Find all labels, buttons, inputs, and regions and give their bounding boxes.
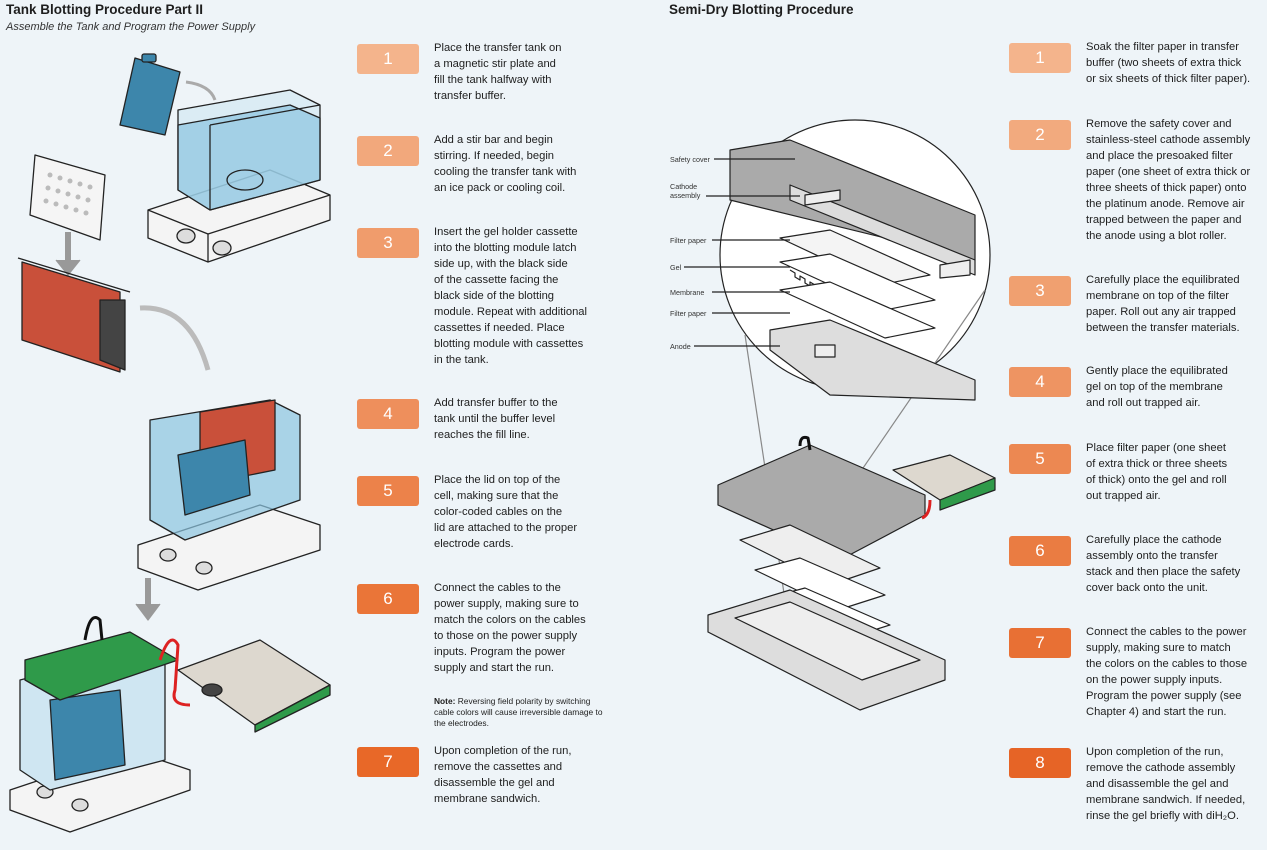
tank-step-3-badge: 3 xyxy=(357,228,419,258)
label-anode: Anode xyxy=(670,342,691,351)
semidry-step-5-badge: 5 xyxy=(1009,444,1071,474)
note-label: Note: xyxy=(434,696,456,706)
tank-step-3-text: Insert the gel holder cassette into the … xyxy=(434,226,587,366)
safety-cover-closeup-icon xyxy=(729,139,976,261)
cathode-closeup-icon xyxy=(789,184,976,279)
tank-step-6-badge: 6 xyxy=(357,584,419,614)
semidry-step-6-text: Carefully place the cathode assembly ont… xyxy=(1086,534,1241,594)
blotting-module-icon xyxy=(17,257,131,373)
semidry-step-2-badge: 2 xyxy=(1009,120,1071,150)
semidry-step-8-text: Upon completion of the run, remove the c… xyxy=(1086,746,1246,822)
tank-blotting-title: Tank Blotting Procedure Part II xyxy=(6,2,204,17)
semidry-unit-icon xyxy=(707,435,946,711)
label-gel: Gel xyxy=(670,263,682,272)
semidry-blotting-title: Semi-Dry Blotting Procedure xyxy=(669,2,854,17)
tank-step-4-badge: 4 xyxy=(357,399,419,429)
tank-step-7-text: Upon completion of the run, remove the c… xyxy=(434,745,572,805)
tank-step-7-badge: 7 xyxy=(357,747,419,777)
semidry-step-4-badge: 4 xyxy=(1009,367,1071,397)
label-filter-paper-bottom: Filter paper xyxy=(670,309,707,318)
semidry-step-7-badge: 7 xyxy=(1009,628,1071,658)
transfer-tank-icon xyxy=(177,89,321,211)
tank-with-lid-icon xyxy=(9,616,191,833)
label-filter-paper-top: Filter paper xyxy=(670,236,707,245)
semidry-step-7-text: Connect the cables to the power supply, … xyxy=(1086,626,1248,718)
label-membrane: Membrane xyxy=(670,288,705,297)
semidry-step-1-text: Soak the filter paper in transfer buffer… xyxy=(1086,41,1251,85)
ice-pack-icon xyxy=(119,53,181,136)
tank-step-2-text: Add a stir bar and begin stirring. If ne… xyxy=(434,134,577,194)
polarity-note: Note: Reversing field polarity by switch… xyxy=(434,696,609,729)
semidry-step-1-badge: 1 xyxy=(1009,43,1071,73)
tank-step-4-text: Add transfer buffer to the tank until th… xyxy=(434,397,558,441)
semidry-power-supply-icon xyxy=(892,454,996,520)
tank-step-1-text: Place the transfer tank on a magnetic st… xyxy=(434,42,562,102)
tank-step-5-text: Place the lid on top of the cell, making… xyxy=(434,474,578,550)
tank-step-1-badge: 1 xyxy=(357,44,419,74)
tank-step-6-text: Connect the cables to the power supply, … xyxy=(434,582,586,674)
tank-step-5-badge: 5 xyxy=(357,476,419,506)
semidry-step-3-text: Carefully place the equilibrated membran… xyxy=(1086,274,1240,334)
label-cathode-assembly: Cathode assembly xyxy=(670,182,701,200)
tank-with-buffer-icon xyxy=(137,399,321,591)
tank-step-2-badge: 2 xyxy=(357,136,419,166)
semidry-step-8-badge: 8 xyxy=(1009,748,1071,778)
tank-blotting-subtitle: Assemble the Tank and Program the Power … xyxy=(6,21,256,33)
semidry-step-4-text: Gently place the equilibrated gel on top… xyxy=(1086,365,1228,409)
membrane-closeup-icon xyxy=(779,281,936,339)
note-text: Reversing field polarity by switching ca… xyxy=(434,696,603,728)
power-supply-icon xyxy=(177,639,331,733)
semidry-step-3-badge: 3 xyxy=(1009,276,1071,306)
semidry-step-6-badge: 6 xyxy=(1009,536,1071,566)
gel-cassette-icon xyxy=(29,154,106,241)
semidry-step-2-text: Remove the safety cover and stainless-st… xyxy=(1086,118,1251,242)
label-safety-cover: Safety cover xyxy=(670,155,710,164)
semidry-step-5-text: Place filter paper (one sheet of extra t… xyxy=(1086,442,1228,502)
anode-closeup-icon xyxy=(769,319,976,401)
